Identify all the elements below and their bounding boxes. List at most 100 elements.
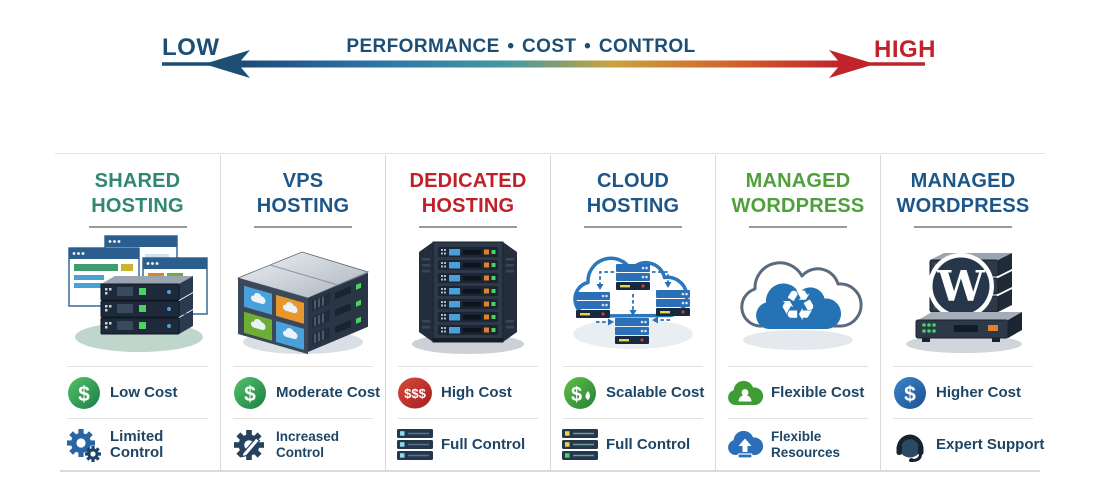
column-title-line1: CLOUD — [596, 170, 670, 192]
control-label: Limited Control — [110, 427, 164, 461]
column-title-line1: SHARED — [94, 170, 181, 192]
row-divider — [398, 366, 538, 367]
partitioned-server-box-icon — [236, 251, 370, 355]
column-title-line1: DEDICATED — [409, 170, 527, 192]
hosting-column-vps: VPS HOSTING — [220, 155, 385, 470]
column-title-line2: WORDPRESS — [896, 195, 1030, 217]
cloud-linked-servers-icon — [573, 256, 693, 349]
column-title-line2: HOSTING — [586, 195, 680, 217]
column-title-line1: VPS — [282, 170, 324, 192]
control-label: Full Control — [441, 435, 526, 453]
column-title-line1: MANAGED — [745, 170, 851, 192]
gears-icon — [65, 427, 103, 463]
cloud-hosting-illustration — [551, 234, 715, 366]
control-label: Flexible Resources — [771, 428, 841, 460]
svg-text:$$$: $$$ — [404, 386, 426, 401]
cost-label: High Cost — [441, 383, 512, 401]
server-stack-icon — [561, 428, 599, 461]
control-row: Expert Support — [881, 419, 1045, 470]
title-underline — [584, 226, 682, 228]
cost-label: Low Cost — [110, 383, 178, 401]
row-divider — [728, 366, 868, 367]
wordpress-server-icon: W — [906, 253, 1022, 353]
control-row: Limited Control — [55, 419, 220, 470]
scale-high-label: HIGH — [874, 36, 936, 63]
server-tower-icon — [412, 241, 524, 354]
svg-text:$: $ — [904, 383, 916, 406]
cost-label: Flexible Cost — [771, 383, 865, 401]
dollar-scalable-circle-green-icon: $ — [561, 376, 599, 410]
cost-row: $ Low Cost — [55, 367, 220, 418]
column-title: VPS HOSTING — [221, 155, 385, 219]
cost-row: $$$ High Cost — [386, 367, 550, 418]
row-divider — [728, 418, 868, 419]
cost-row: $ Moderate Cost — [221, 367, 385, 418]
control-label: Expert Support — [936, 435, 1045, 453]
hosting-column-managed-wordpress-cloud: MANAGED WORDPRESS ♻ Flexible Cost — [715, 155, 880, 470]
hosting-column-managed-wordpress-server: MANAGED WORDPRESS W — [880, 155, 1045, 470]
browser-windows-server-icon — [67, 235, 208, 352]
title-underline — [914, 226, 1012, 228]
hosting-comparison-board: SHARED HOSTING — [55, 155, 1045, 470]
board-top-border — [55, 153, 1045, 154]
column-title-line1: MANAGED — [910, 170, 1016, 192]
hosting-column-cloud: CLOUD HOSTING — [550, 155, 715, 470]
cost-row: Flexible Cost — [716, 367, 880, 418]
board-bottom-border — [60, 470, 1040, 472]
wordpress-w-logo: W — [936, 262, 985, 311]
column-title: DEDICATED HOSTING — [386, 155, 550, 219]
control-label: Full Control — [606, 435, 691, 453]
cost-row: $ Scalable Cost — [551, 367, 715, 418]
column-title: MANAGED WORDPRESS — [716, 155, 880, 219]
title-underline — [88, 226, 187, 228]
scale-low-label: LOW — [162, 34, 220, 61]
row-divider — [398, 418, 538, 419]
row-divider — [563, 366, 703, 367]
dollar-circle-green-icon: $ — [231, 376, 269, 410]
column-title: SHARED HOSTING — [55, 155, 220, 219]
svg-text:$: $ — [78, 383, 90, 406]
title-underline — [419, 226, 517, 228]
managed-wordpress-server-illustration: W — [881, 234, 1045, 366]
control-row: Flexible Resources — [716, 419, 880, 470]
arrow-right-head — [829, 50, 875, 78]
title-underline — [749, 226, 847, 228]
cloud-recycle-icon: ♻ — [740, 261, 863, 350]
column-title: CLOUD HOSTING — [551, 155, 715, 219]
dedicated-hosting-illustration — [386, 234, 550, 366]
cost-label: Scalable Cost — [606, 383, 705, 401]
server-stack-icon — [396, 428, 434, 461]
cost-label: Moderate Cost — [276, 383, 381, 401]
managed-wordpress-cloud-illustration: ♻ — [716, 234, 880, 366]
cost-row: $ Higher Cost — [881, 367, 1045, 418]
row-divider — [233, 418, 373, 419]
cost-label: Higher Cost — [936, 383, 1022, 401]
column-title-line2: WORDPRESS — [731, 195, 865, 217]
control-row: Increased Control — [221, 419, 385, 470]
row-divider — [67, 418, 208, 419]
row-divider — [67, 366, 208, 367]
row-divider — [233, 366, 373, 367]
scale-center-label: PERFORMANCE • COST • CONTROL — [346, 36, 696, 57]
row-divider — [563, 418, 703, 419]
row-divider — [893, 366, 1033, 367]
row-divider — [893, 418, 1033, 419]
arrow-left-head — [204, 50, 250, 78]
dollar-circle-blue-icon: $ — [891, 376, 929, 410]
svg-text:$: $ — [571, 384, 582, 406]
control-label: Increased Control — [276, 428, 340, 460]
control-row: Full Control — [551, 419, 715, 470]
column-title: MANAGED WORDPRESS — [881, 155, 1045, 219]
control-row: Full Control — [386, 419, 550, 470]
column-title-line2: HOSTING — [421, 195, 515, 217]
hosting-column-dedicated: DEDICATED HOSTING — [385, 155, 550, 470]
gradient-arrow — [162, 50, 925, 78]
column-title-line2: HOSTING — [91, 195, 184, 217]
headset-icon — [891, 428, 929, 462]
triple-dollar-circle-red-icon: $$$ — [396, 376, 434, 410]
recycle-arrows-icon: ♻ — [779, 281, 817, 330]
gear-pencil-icon — [231, 427, 269, 463]
title-underline — [254, 226, 352, 228]
vps-hosting-illustration — [221, 234, 385, 366]
svg-text:$: $ — [244, 383, 256, 406]
